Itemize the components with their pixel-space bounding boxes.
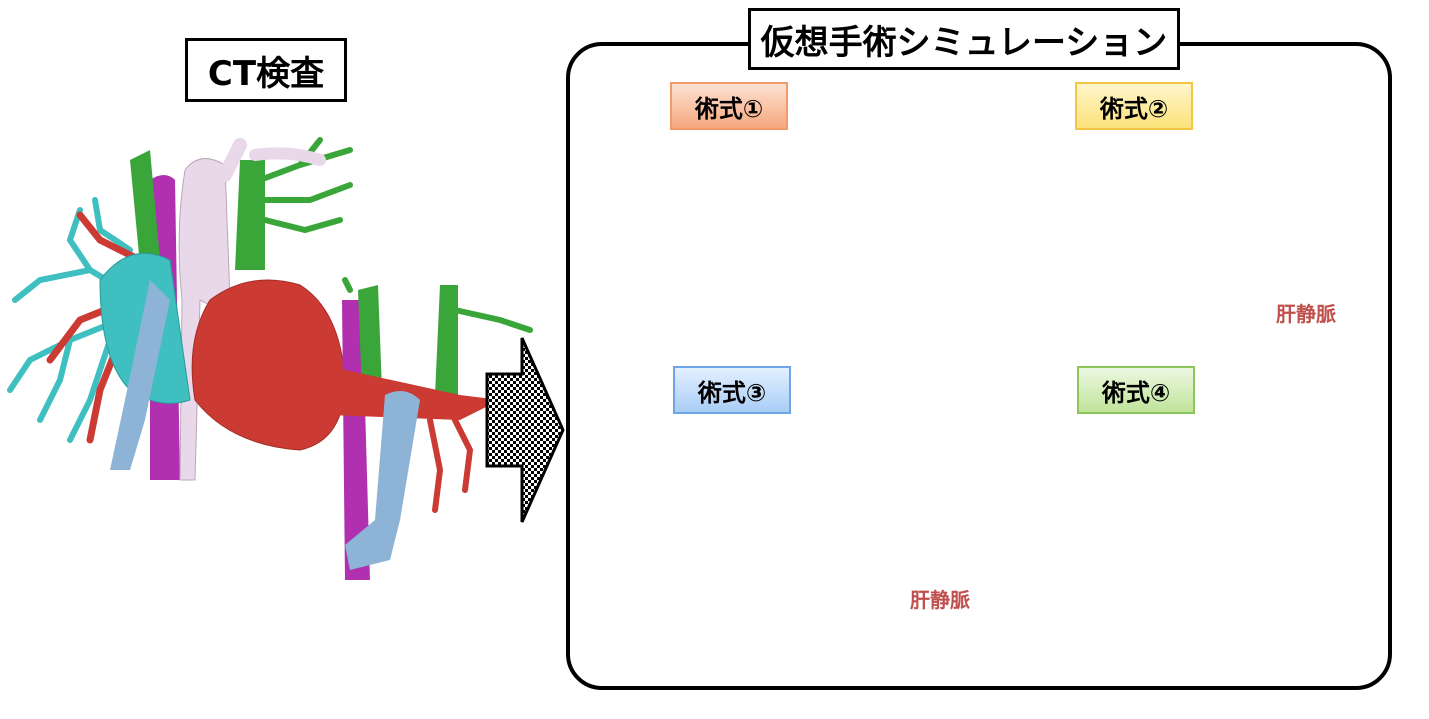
ventricle-red [191,279,346,451]
pulmonary-branches-left [7,197,143,443]
procedure-2-label: 術式② [1075,82,1193,130]
artery-red-right [300,360,500,420]
vessel-green-top [235,160,265,270]
simulation-title: 仮想手術シミュレーション [748,8,1180,70]
ct-heart-model [7,137,533,580]
ct-exam-label: CT検査 [185,38,347,102]
vessel-green-right [358,285,382,395]
procedure-1-label: 術式① [670,82,788,130]
arrow-right-icon [485,337,565,523]
hepatic-vein-label-procedure-2: 肝静脈 [1276,302,1336,326]
vessel-lightblue [110,280,170,470]
vessel-lightblue-right [345,391,420,570]
procedure-3-label: 術式③ [673,366,791,414]
procedure-4-label: 術式④ [1077,366,1195,414]
hepatic-vein-label-procedure-3: 肝静脈 [910,588,970,612]
vessel-green-left [130,150,160,265]
vessel-green-right-2 [435,285,458,395]
aorta [178,158,231,481]
